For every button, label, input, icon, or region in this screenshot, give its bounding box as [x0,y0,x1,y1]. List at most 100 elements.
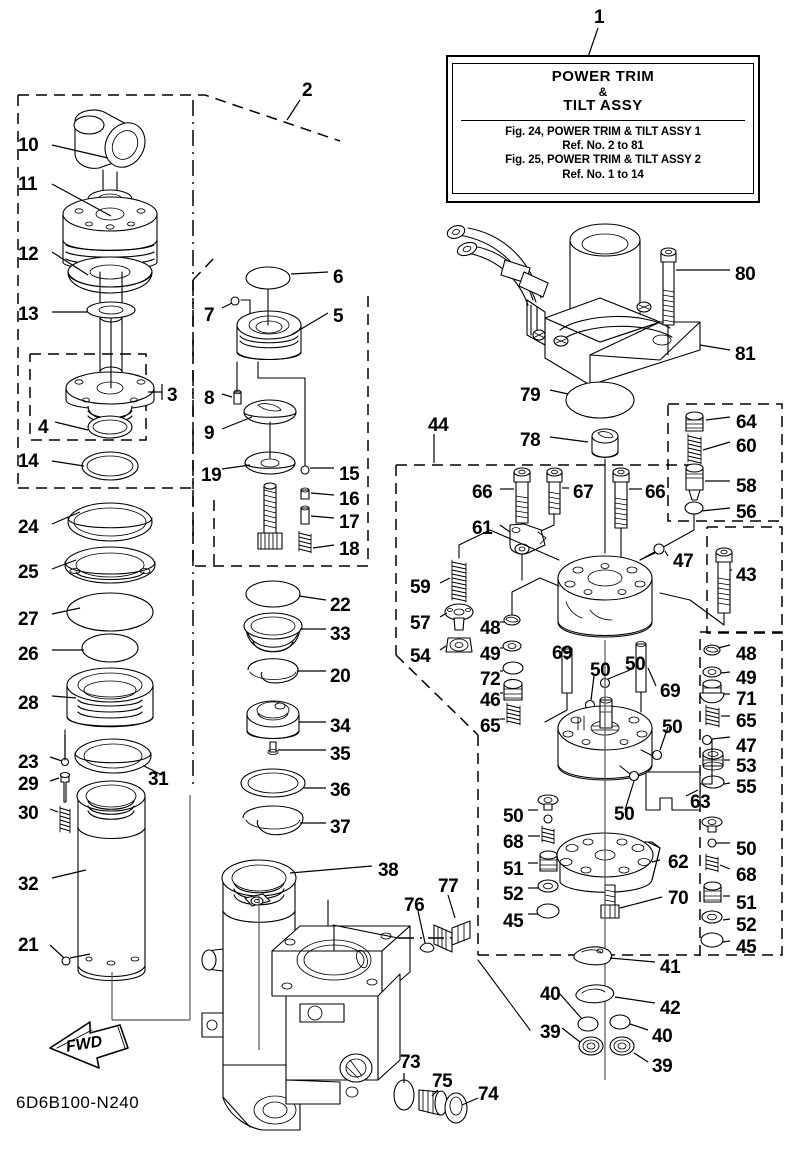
part-callout-66: 66 [645,482,666,503]
part-63-plate [645,771,701,811]
part-80-bolt [660,247,677,326]
part-39-seal-left [578,1036,604,1056]
part-26-oring [81,633,139,663]
part-callout-47: 47 [736,736,757,757]
part-callout-81: 81 [735,344,756,365]
part-callout-50: 50 [736,839,757,860]
part-callout-18: 18 [339,539,360,560]
part-67-bolt [546,467,563,515]
part-27-oring [66,592,154,632]
part-55-oring [701,775,725,789]
drawing-number: 6D6B100-N240 [16,1093,140,1112]
part-callout-28: 28 [18,693,39,714]
part-callout-50: 50 [625,654,646,675]
part-callout-75: 75 [432,1071,453,1092]
part-callout-36: 36 [330,780,351,801]
part-21-pin [61,956,71,966]
title-line-1: POWER TRIM [551,68,655,85]
part-callout-40: 40 [652,1026,673,1047]
part-50-washer-right-lower [701,816,723,833]
part-callout-31: 31 [148,769,169,790]
part-15-ball [300,465,310,475]
part-48-washer-left [503,614,521,626]
part-callout-73: 73 [400,1052,421,1073]
part-48-washer-right [703,644,721,656]
part-24-oring [67,502,153,542]
part-callout-69: 69 [660,681,681,702]
part-callout-42: 42 [660,998,681,1019]
part-29-bolt [59,771,71,803]
part-callout-20: 20 [330,666,351,687]
part-callout-2: 2 [302,80,313,101]
part-callout-46: 46 [480,690,501,711]
part-callout-48: 48 [736,644,757,665]
part-40-oring-right [609,1014,631,1030]
motor-assembly [446,223,701,386]
part-77-bolt [433,920,471,953]
part-51-valve-left [539,850,558,872]
part-22-oring [245,580,301,608]
fwd-arrow [49,1021,129,1069]
part-68-spring-left [541,825,555,845]
part-4-oring [87,415,133,439]
part-callout-53: 53 [736,756,757,777]
part-16-pin [300,487,310,500]
part-64-nut [685,411,704,432]
part-74-cap [444,1092,468,1124]
title-ref-1-range: Ref. No. 2 to 81 [562,139,644,152]
part-49-washer-right [702,666,722,678]
part-callout-10: 10 [18,135,39,156]
part-60-spring [687,433,702,465]
part-35-pin [267,741,279,755]
part-callout-50: 50 [503,806,524,827]
part-callout-45: 45 [736,937,757,958]
part-callout-72: 72 [480,669,501,690]
part-callout-52: 52 [503,884,524,905]
title-block: POWER TRIM & TILT ASSY Fig. 24, POWER TR… [446,55,760,203]
part-40-oring-left [577,1016,599,1032]
part-callout-25: 25 [18,562,39,583]
pump-body-upper [557,555,653,638]
part-callout-50: 50 [662,717,683,738]
part-51-valve-right [703,881,722,903]
part-callout-68: 68 [736,865,757,886]
part-callout-65: 65 [736,711,757,732]
part-54-seat [445,637,473,653]
part-callout-51: 51 [736,893,757,914]
part-76-clip [419,942,435,953]
part-31-ring [74,738,152,774]
part-callout-52: 52 [736,915,757,936]
part-42-cam [575,984,615,1004]
part-47-ball-right [701,734,713,746]
part-callout-74: 74 [478,1084,499,1105]
part-callout-65: 65 [480,716,501,737]
part-callout-14: 14 [18,451,39,472]
part-8-pin [233,389,242,405]
part-callout-3: 3 [167,385,178,406]
part-callout-17: 17 [339,512,360,533]
part-45-oring-left [536,903,560,919]
part-65-spring-left [506,702,521,726]
title-ref-2: Fig. 25, POWER TRIM & TILT ASSY 2 [505,154,701,167]
part-callout-80: 80 [735,264,756,285]
part-72-oring [502,661,524,675]
part-callout-49: 49 [736,668,757,689]
part-callout-71: 71 [736,689,757,710]
part-71-valve [699,679,725,704]
part-callout-15: 15 [339,464,360,485]
part-46-valve [503,678,523,701]
part-59-spring [451,559,467,603]
part-43-bolt [715,547,733,614]
part-callout-49: 49 [480,644,501,665]
part-callout-61: 61 [472,518,493,539]
part-callout-79: 79 [520,385,541,406]
part-50-ball-e [543,814,553,824]
part-callout-11: 11 [18,174,38,195]
part-18-spring [298,530,312,554]
part-37-snapring [242,805,304,836]
part-callout-5: 5 [333,306,344,327]
title-ampersand: & [598,84,608,99]
part-callout-63: 63 [690,792,711,813]
part-20-snapring [247,658,299,684]
